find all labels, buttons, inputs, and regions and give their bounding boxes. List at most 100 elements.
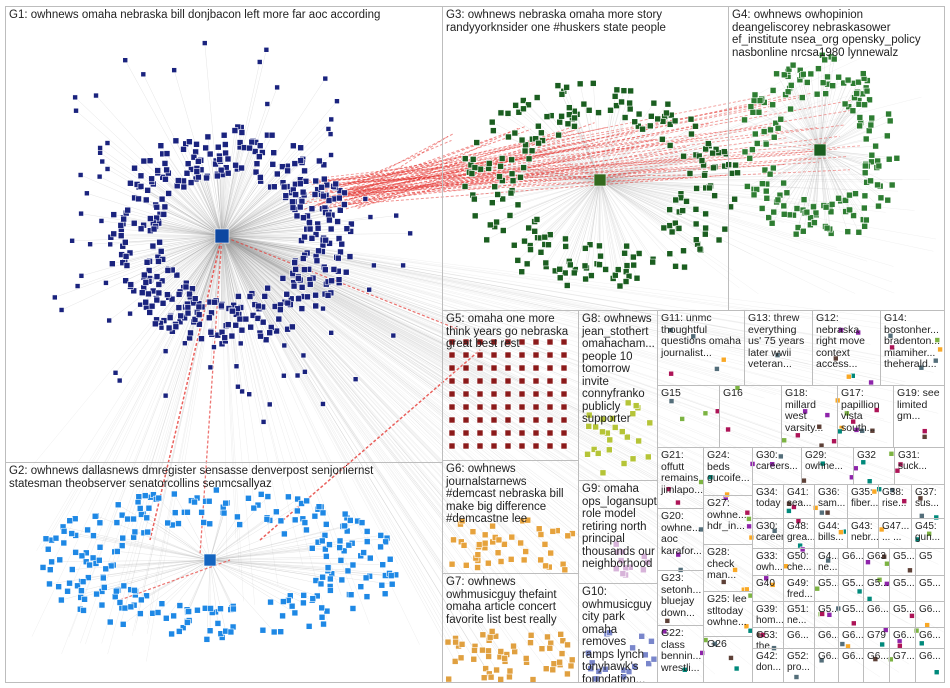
group-g6a: G6... [838, 548, 864, 576]
edge [599, 179, 696, 210]
edge [221, 164, 273, 237]
edge [163, 235, 223, 321]
edge [772, 90, 821, 151]
edge [221, 235, 876, 360]
edge [544, 179, 601, 238]
edge [144, 235, 223, 276]
edge [465, 179, 601, 187]
edge [184, 235, 223, 344]
group-g12: G12: nebraska right move context access.… [812, 310, 881, 386]
edge [54, 235, 223, 298]
edge [221, 235, 803, 544]
edge [221, 181, 261, 237]
edge [819, 149, 830, 230]
edge [599, 179, 676, 201]
edge [221, 235, 565, 421]
edge [221, 235, 339, 272]
edge [148, 235, 223, 474]
group-label: G1: owhnews omaha nebraska bill donjbaco… [9, 9, 381, 21]
edge [153, 222, 223, 237]
edge [599, 95, 848, 181]
edge [221, 195, 324, 237]
edge [312, 139, 661, 185]
edge [221, 235, 227, 326]
edge [221, 235, 353, 592]
edge [183, 180, 223, 237]
edge [112, 235, 223, 264]
edge [168, 235, 223, 298]
edge [599, 179, 796, 225]
edge [221, 235, 537, 421]
edge [209, 517, 268, 561]
edge [221, 235, 280, 516]
edge [183, 235, 223, 288]
edge [599, 179, 681, 194]
group-g45: G45: gun... [911, 518, 945, 549]
edge [156, 235, 223, 481]
edge [221, 235, 370, 625]
edge [221, 235, 927, 634]
group-label: G18: millard west varsity... [785, 387, 824, 434]
group-label: G6... [867, 604, 889, 615]
group-label: G14: bostonher... bradenton... miamiher.… [884, 312, 941, 370]
edge [209, 559, 318, 597]
edge [819, 130, 870, 151]
group-label: G5... [818, 578, 839, 589]
edge [599, 179, 895, 294]
edge [151, 235, 223, 307]
edge [221, 182, 284, 237]
edge [599, 179, 831, 294]
edge [124, 235, 223, 262]
edge [209, 512, 224, 561]
edge [134, 531, 211, 561]
group-label: G43: nebr... [851, 521, 879, 543]
edge [819, 149, 866, 167]
edge [221, 235, 814, 630]
edge [209, 522, 305, 561]
edge [336, 137, 789, 195]
edge [221, 235, 523, 434]
edge [753, 100, 821, 151]
edge [146, 559, 211, 596]
group-label: G37: sus... [915, 487, 939, 509]
edge [750, 106, 821, 151]
edge [585, 179, 601, 249]
edge [146, 517, 211, 561]
edge [221, 235, 778, 548]
edge [221, 235, 324, 405]
edge [221, 235, 260, 310]
edge [221, 235, 939, 565]
edge [221, 235, 303, 565]
vertices [39, 40, 943, 683]
edge [221, 235, 342, 596]
edge [221, 235, 765, 399]
edge [567, 123, 601, 181]
edge [355, 157, 814, 191]
edge [599, 179, 625, 254]
group-g6l: G6... [814, 648, 839, 683]
group-g8: G8: owhnews jean_stothert omahacham... p… [578, 310, 658, 481]
edge [221, 235, 623, 432]
edge [209, 559, 392, 576]
edge [766, 143, 821, 151]
edge [325, 99, 854, 194]
edge [589, 179, 601, 245]
edge [209, 559, 275, 633]
edge [221, 235, 490, 674]
edge [221, 235, 291, 305]
group-g34: G34: today [752, 484, 784, 519]
edge [778, 128, 821, 151]
edge [221, 235, 779, 339]
edge [163, 214, 223, 237]
edge [75, 535, 211, 561]
edge [221, 168, 238, 237]
edge [599, 179, 706, 229]
edge [157, 235, 223, 258]
edge [221, 235, 277, 332]
edge [209, 559, 322, 585]
group-g25: G25: lee stltoday owhne... [703, 591, 753, 637]
edge [599, 126, 696, 181]
edge [149, 160, 223, 237]
edge [787, 91, 821, 151]
edge [221, 235, 292, 299]
